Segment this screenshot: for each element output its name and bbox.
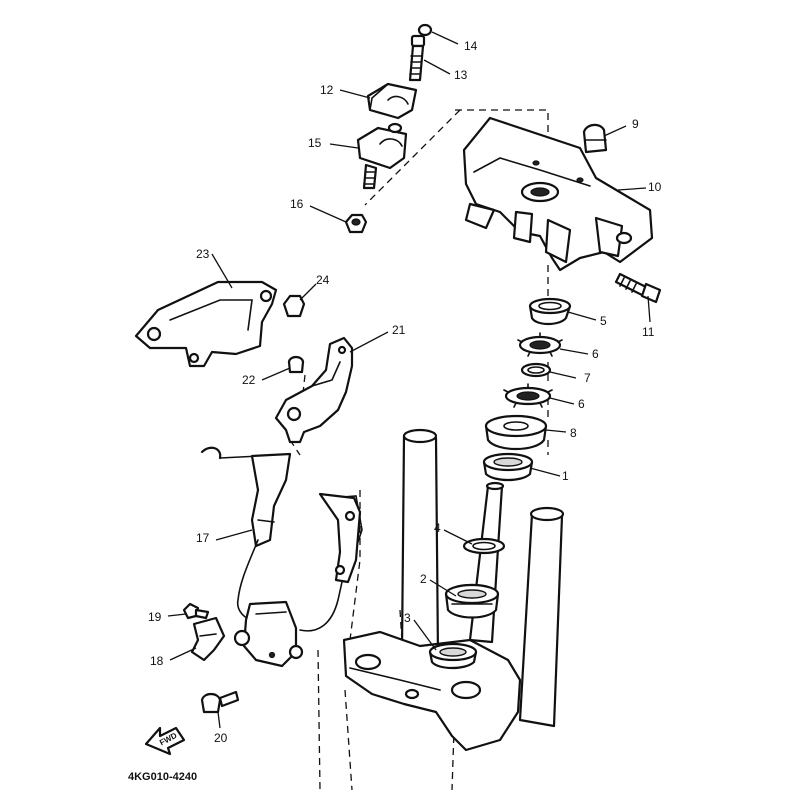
callout-11: 11: [642, 325, 655, 339]
callout-5: 5: [600, 314, 607, 328]
callout-18: 18: [150, 654, 164, 668]
callout-10: 10: [648, 180, 662, 194]
part-21-bracket: [274, 336, 354, 444]
callout-2: 2: [420, 572, 427, 586]
wire-holder-bracket: [233, 600, 304, 668]
callout-labels: 14 13 12 15 16 9 10 11 5 6 7 6 8 1 4 2 3…: [148, 39, 662, 745]
part-17-cable-guide: [200, 446, 363, 632]
lower-bracket: [342, 630, 522, 752]
callout-22: 22: [242, 373, 256, 387]
part-24-nut: [282, 294, 306, 318]
fork-tube-left: [400, 428, 440, 660]
callout-17: 17: [196, 531, 210, 545]
drawing-code: 4KG010-4240: [128, 771, 197, 783]
callout-12: 12: [320, 83, 334, 97]
callout-4: 4: [434, 521, 441, 535]
callout-8: 8: [570, 426, 577, 440]
callout-14: 14: [464, 39, 478, 53]
part-18-clamp: [190, 616, 226, 662]
part-13-bolt: [408, 34, 426, 82]
part-16-nut: [344, 213, 368, 234]
forward-arrow: FWD: [144, 726, 186, 756]
part-7-lock-washer: [520, 362, 552, 378]
callout-19: 19: [148, 610, 162, 624]
callout-6-lower: 6: [578, 397, 585, 411]
part-9-cap-nut: [582, 123, 608, 154]
part-11-bolt: [614, 272, 662, 304]
part-5-collar: [528, 297, 572, 326]
callout-21: 21: [392, 323, 406, 337]
callout-24: 24: [316, 273, 330, 287]
part-15-lower-holder: [356, 122, 408, 190]
callout-7: 7: [584, 371, 591, 385]
part-2-bearing: [444, 583, 500, 619]
callout-9: 9: [632, 117, 639, 131]
callout-6-upper: 6: [592, 347, 599, 361]
part-1-bearing-race: [482, 452, 534, 482]
part-10-upper-bracket: [462, 116, 654, 272]
callout-1: 1: [562, 469, 569, 483]
part-19-screw: [182, 602, 210, 620]
part-6-ring-nut-lower: [503, 383, 553, 408]
part-4-dust-seal: [462, 537, 506, 555]
callout-15: 15: [308, 136, 322, 150]
part-3-bearing: [428, 642, 478, 670]
part-14-cap: [417, 23, 433, 37]
part-6-ring-nut-upper: [517, 332, 563, 357]
part-23-bracket: [134, 280, 278, 368]
callout-13: 13: [454, 68, 468, 82]
callout-20: 20: [214, 731, 228, 745]
callout-23: 23: [196, 247, 210, 261]
leader-lines: [167, 31, 651, 729]
part-20-bolt: [200, 690, 240, 714]
fork-tube-right: [518, 506, 565, 728]
part-22-collar: [287, 355, 305, 374]
part-12-upper-holder: [366, 82, 418, 120]
callout-3: 3: [404, 611, 411, 625]
callout-16: 16: [290, 197, 304, 211]
part-8-cover: [484, 414, 548, 450]
